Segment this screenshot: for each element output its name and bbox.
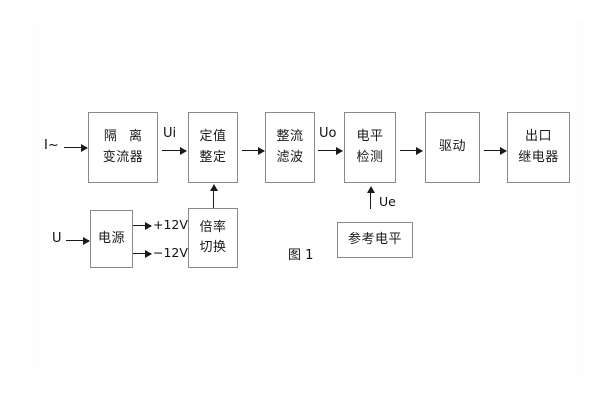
supply-positive-label: +12V (153, 217, 188, 232)
block-reference-level: 参考电平 (337, 222, 413, 258)
multiplier-switch-line2: 切换 (199, 240, 227, 255)
block-level-detect: 电平 检测 (344, 112, 396, 183)
arrow-level-detect-to-driver (400, 146, 423, 155)
reference-level-line1: 参考电平 (347, 231, 402, 247)
signal-ui-label: Ui (163, 126, 177, 141)
arrow-current-input-to-isolation (64, 143, 88, 152)
setting-value-line1: 定值 (199, 129, 227, 145)
arrow-reference-to-level-detect (366, 186, 375, 209)
rectify-filter-line2: 滤波 (276, 149, 304, 165)
figure-caption: 图 1 (288, 248, 314, 263)
output-relay-line1: 出口 (524, 129, 552, 145)
arrow-supply-positive (133, 221, 152, 230)
voltage-input-label: U (52, 231, 62, 246)
arrow-supply-negative (133, 249, 152, 258)
block-multiplier-switch: 倍率 切换 (188, 208, 238, 268)
signal-uo-label: Uo (319, 126, 337, 141)
output-relay-line2: 继电器 (518, 149, 559, 165)
setting-value-line2: 整定 (199, 149, 227, 165)
multiplier-switch-line1: 倍率 (199, 219, 227, 235)
isolation-transformer-line2: 变流器 (102, 149, 144, 165)
block-setting-value: 定值 整定 (188, 112, 238, 183)
supply-negative-label: −12V (153, 245, 188, 260)
arrow-setting-to-rectify (242, 146, 265, 155)
block-output-relay: 出口 继电器 (507, 112, 570, 183)
arrow-rectify-to-level-detect (318, 146, 343, 155)
rectify-filter-line1: 整流 (276, 129, 304, 145)
arrow-multiplier-to-setting (209, 184, 218, 208)
arrow-voltage-input-to-power-supply (66, 236, 90, 245)
level-detect-line1: 电平 (356, 129, 384, 145)
power-supply-line1: 电源 (97, 230, 125, 246)
level-detect-line2: 检测 (356, 149, 384, 165)
block-driver: 驱动 (425, 112, 480, 183)
driver-line1: 驱动 (438, 139, 466, 155)
block-rectify-filter: 整流 滤波 (265, 112, 315, 183)
current-input-label: I~ (44, 138, 59, 153)
signal-ue-label: Ue (379, 194, 396, 209)
isolation-transformer-line1: 隔 离 (103, 129, 147, 145)
block-power-supply: 电源 (90, 210, 133, 268)
block-isolation-transformer: 隔 离 变流器 (88, 112, 158, 183)
arrow-isolation-to-setting (162, 146, 187, 155)
figure-frame (33, 22, 584, 374)
arrow-driver-to-output-relay (484, 146, 507, 155)
